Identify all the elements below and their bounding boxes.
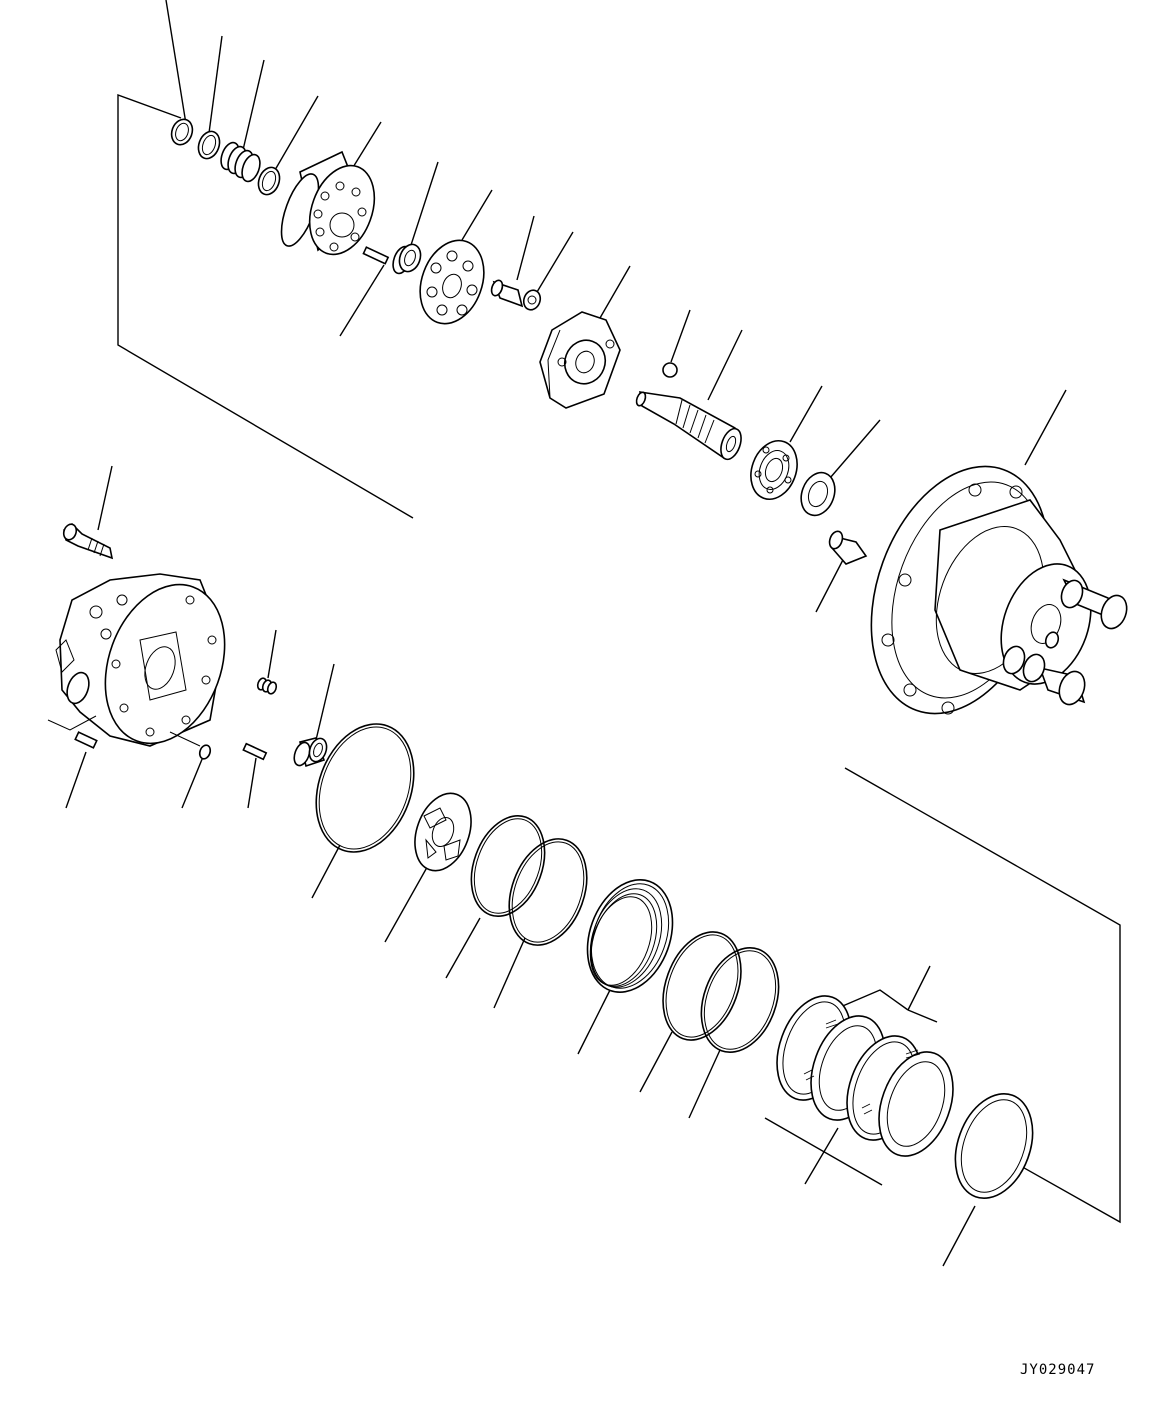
valve-cover-part bbox=[47, 573, 226, 747]
backup-ring-part bbox=[470, 814, 546, 918]
valve-plate-part bbox=[414, 792, 472, 872]
pin-upper-part bbox=[362, 246, 390, 265]
bearing-small-upper-part bbox=[392, 243, 422, 275]
spring-lower-part bbox=[256, 677, 278, 695]
retainer-plate-part bbox=[419, 239, 485, 325]
lower-group-bracket bbox=[844, 767, 1121, 1224]
ball-joint-part bbox=[522, 289, 542, 311]
needle-bearing-part bbox=[293, 737, 328, 768]
piston-shoe-part bbox=[490, 279, 524, 308]
brake-plates-part bbox=[764, 989, 954, 1186]
steel-ball-part bbox=[662, 362, 678, 378]
oil-seal-part bbox=[800, 471, 836, 517]
retaining-ring-part bbox=[170, 118, 194, 146]
o-ring-part bbox=[508, 838, 588, 946]
output-shaft-part bbox=[635, 391, 742, 461]
o-ring-large-part bbox=[315, 723, 415, 853]
washer-part bbox=[197, 130, 221, 160]
o-ring-2-part bbox=[700, 946, 780, 1054]
swash-plate-part bbox=[539, 311, 621, 409]
ball-bearing-part bbox=[750, 440, 798, 500]
motor-housing-part bbox=[870, 465, 1128, 715]
cylinder-block-part bbox=[280, 150, 376, 256]
upper-group-bracket bbox=[117, 93, 414, 519]
spacer-ring-part bbox=[257, 166, 281, 196]
backup-ring-2-part bbox=[662, 931, 742, 1041]
plug-part bbox=[198, 744, 212, 760]
bushing-part bbox=[828, 530, 868, 565]
piston-part bbox=[586, 879, 674, 993]
dowel-pin-left-part bbox=[74, 731, 98, 749]
seal-ring-part bbox=[954, 1092, 1034, 1200]
bolt-part bbox=[62, 522, 114, 560]
spring-part bbox=[220, 141, 261, 183]
drawing-code-label: JY029047 bbox=[1020, 1362, 1096, 1378]
pin-lower-part bbox=[169, 731, 268, 761]
leader-lines bbox=[65, 0, 1067, 1267]
